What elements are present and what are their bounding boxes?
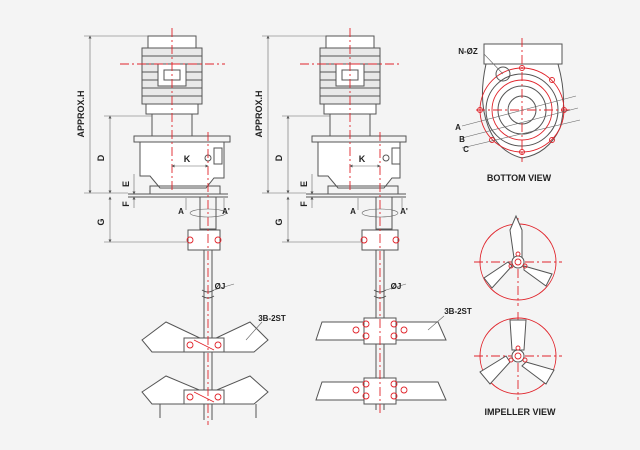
left-e-label: E [121, 181, 131, 187]
middle-housing [306, 135, 407, 198]
impeller-view-top [474, 214, 562, 306]
circle-b-label: B [459, 135, 465, 144]
bottom-view [461, 38, 581, 162]
left-impeller-type-label: 3B-2ST [258, 314, 286, 323]
left-approx-h-label: APPROX.H [76, 90, 86, 137]
left-k-label: K [184, 154, 191, 164]
middle-assembly [262, 28, 447, 415]
left-shaft-dia-label: ØJ [215, 282, 226, 291]
middle-d-label: D [274, 154, 284, 161]
bottom-view-title: BOTTOM VIEW [487, 173, 552, 183]
middle-a-label: A [350, 207, 356, 216]
middle-e-label: E [299, 181, 309, 187]
middle-impeller-type-label: 3B-2ST [444, 307, 472, 316]
middle-k-label: K [359, 154, 366, 164]
left-dimensions [84, 35, 263, 341]
circle-a-label: A [455, 123, 461, 132]
middle-approx-h-label: APPROX.H [254, 90, 264, 137]
middle-a-prime-label: A' [400, 207, 408, 216]
middle-f-label: F [299, 201, 309, 207]
middle-shaft-dia-label: ØJ [391, 282, 402, 291]
left-f-label: F [121, 201, 131, 207]
left-housing [128, 135, 231, 198]
impeller-view-title: IMPELLER VIEW [484, 407, 556, 417]
left-assembly [84, 28, 269, 425]
left-shaft [141, 196, 269, 420]
left-g-label: G [96, 218, 106, 225]
left-a-prime-label: A' [222, 207, 230, 216]
left-d-label: D [96, 154, 106, 161]
circle-c-label: C [463, 145, 469, 154]
bolt-holes-label: N-ØZ [458, 47, 478, 56]
middle-g-label: G [274, 218, 284, 225]
left-a-label: A [178, 207, 184, 216]
middle-shaft [315, 196, 447, 410]
middle-dimensions [262, 35, 445, 331]
impeller-view-bottom [474, 312, 562, 400]
